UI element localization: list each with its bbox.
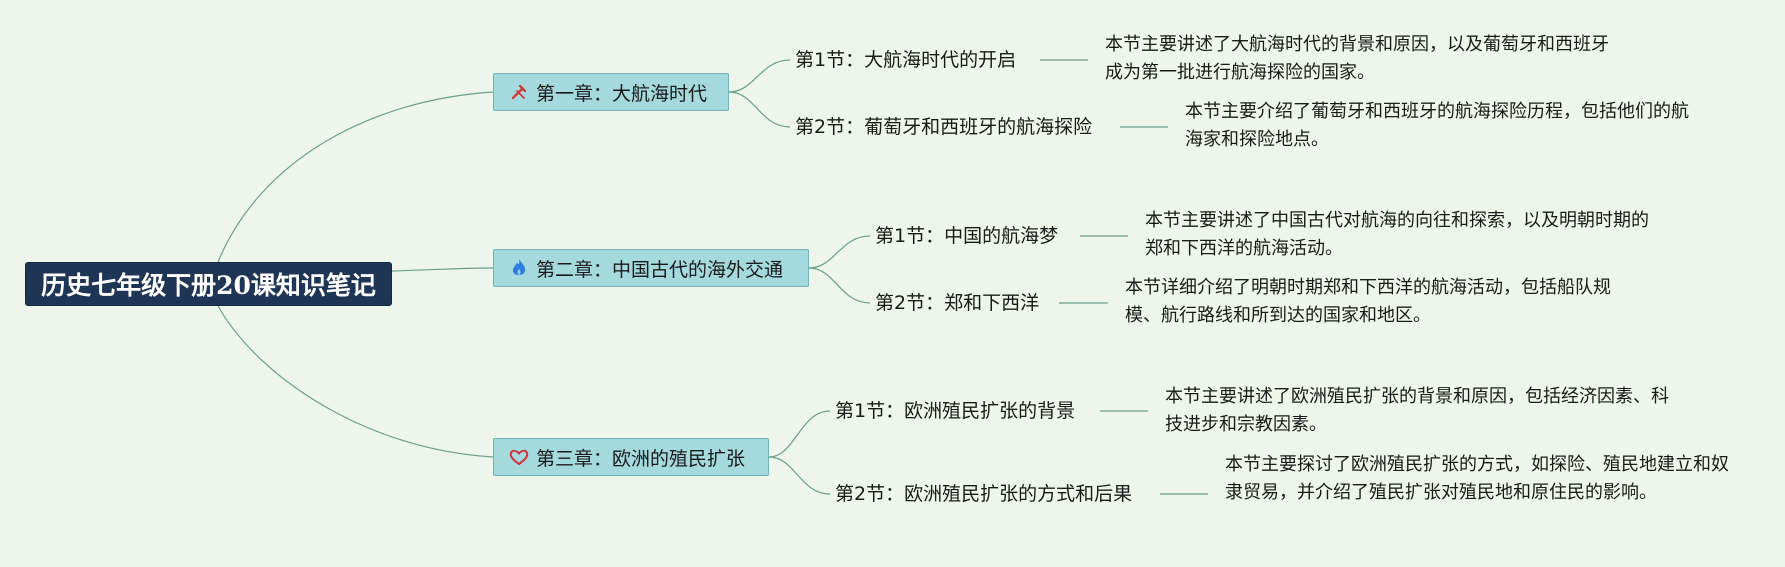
fire-icon	[508, 257, 530, 279]
connector-ch1-s1	[728, 59, 791, 93]
connector-ch2-s2	[808, 267, 871, 304]
chapter-2-node[interactable]: 第二章：中国古代的海外交通	[493, 249, 809, 287]
connector-root-ch1	[217, 91, 494, 263]
chapter-2-section-1-desc: 本节主要讲述了中国古代对航海的向往和探索，以及明朝时期的郑和下西洋的航海活动。	[1145, 210, 1649, 259]
chapter-1-node[interactable]: 第一章：大航海时代	[493, 73, 729, 111]
connector-ch3-s2	[768, 456, 831, 495]
chapter-2-section-1[interactable]: 第1节：中国的航海梦	[875, 224, 1058, 248]
section-title: 第1节：中国的航海梦	[875, 225, 1059, 247]
chapter-1-section-1[interactable]: 第1节：大航海时代的开启	[795, 48, 1016, 72]
chapter-1-title: 第一章：大航海时代	[536, 82, 708, 105]
section-title: 第2节：葡萄牙和西班牙的航海探险	[795, 116, 1093, 138]
section-title: 第2节：郑和下西洋	[875, 292, 1040, 314]
root-topic[interactable]: 历史七年级下册20课知识笔记	[25, 262, 392, 306]
connector-ch2-s1	[808, 235, 871, 269]
connector-root-ch3	[217, 305, 494, 458]
chapter-1-section-2-desc: 本节主要介绍了葡萄牙和西班牙的航海探险历程，包括他们的航海家和探险地点。	[1185, 101, 1689, 150]
chapter-1-section-1-desc: 本节主要讲述了大航海时代的背景和原因，以及葡萄牙和西班牙成为第一批进行航海探险的…	[1105, 34, 1609, 83]
tools-icon	[508, 81, 530, 103]
chapter-3-node[interactable]: 第三章：欧洲的殖民扩张	[493, 438, 769, 476]
chapter-3-section-1-desc: 本节主要讲述了欧洲殖民扩张的背景和原因，包括经济因素、科技进步和宗教因素。	[1165, 386, 1669, 435]
chapter-2-section-2[interactable]: 第2节：郑和下西洋	[875, 291, 1039, 315]
root-title: 历史七年级下册20课知识笔记	[41, 271, 376, 300]
chapter-3-title: 第三章：欧洲的殖民扩张	[536, 447, 746, 470]
connector-ch1-s2	[728, 91, 791, 128]
section-title: 第1节：大航海时代的开启	[795, 49, 1017, 71]
section-title: 第2节：欧洲殖民扩张的方式和后果	[835, 483, 1133, 505]
section-title: 第1节：欧洲殖民扩张的背景	[835, 400, 1076, 422]
connector-root-ch2	[391, 267, 494, 272]
chapter-1-section-2[interactable]: 第2节：葡萄牙和西班牙的航海探险	[795, 115, 1092, 139]
chapter-2-title: 第二章：中国古代的海外交通	[536, 258, 784, 281]
heart-icon	[508, 446, 530, 468]
connector-ch3-s1	[768, 410, 831, 458]
chapter-2-section-2-desc: 本节详细介绍了明朝时期郑和下西洋的航海活动，包括船队规模、航行路线和所到达的国家…	[1125, 277, 1611, 326]
chapter-3-section-2-desc: 本节主要探讨了欧洲殖民扩张的方式，如探险、殖民地建立和奴隶贸易，并介绍了殖民扩张…	[1225, 454, 1729, 503]
chapter-3-section-1[interactable]: 第1节：欧洲殖民扩张的背景	[835, 399, 1075, 423]
chapter-3-section-2[interactable]: 第2节：欧洲殖民扩张的方式和后果	[835, 482, 1132, 506]
